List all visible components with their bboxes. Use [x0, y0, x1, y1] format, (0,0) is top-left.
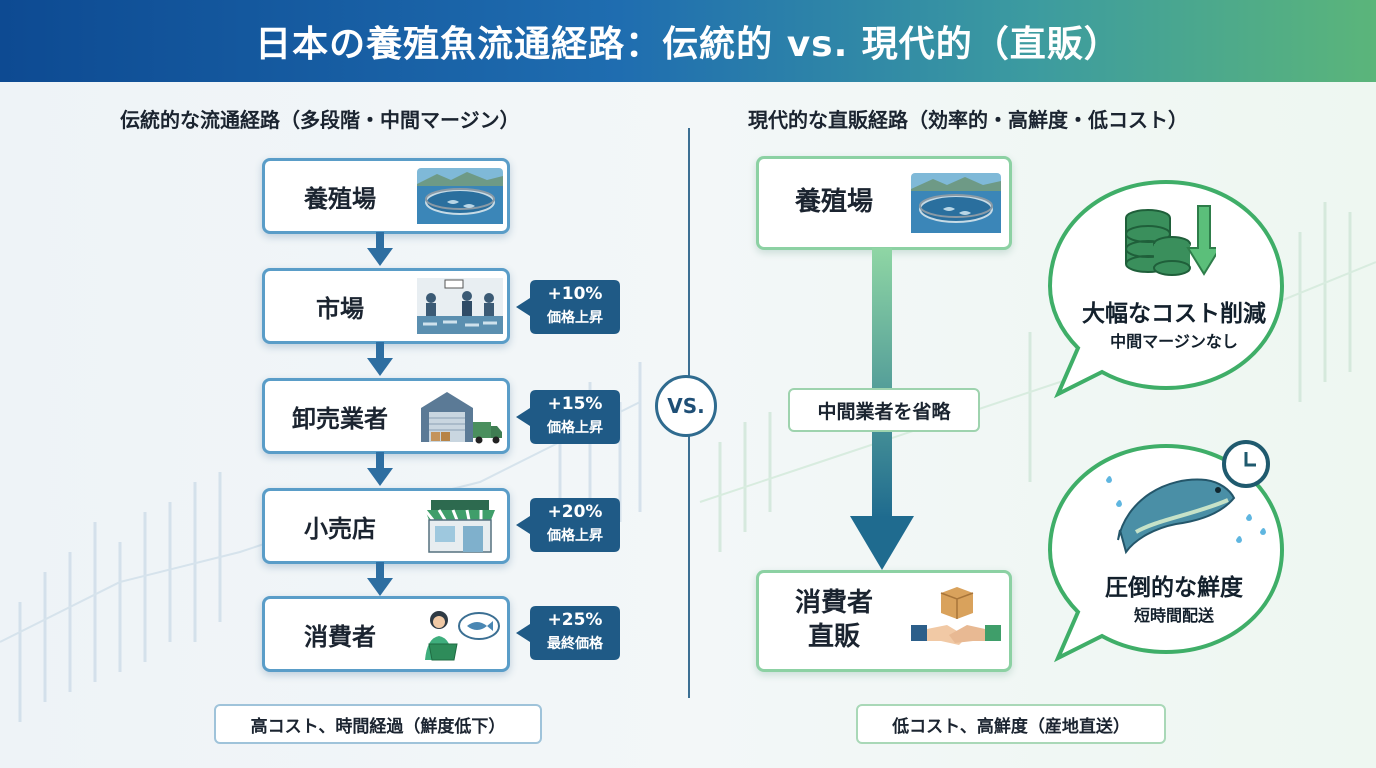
consumer-label-line2: 直販 [807, 622, 860, 652]
flow-arrow-down-icon [367, 452, 393, 486]
benefit-bubble-cost: 大幅なコスト削減 中間マージンなし [1044, 176, 1288, 406]
stage-label: 卸売業者 [292, 404, 388, 433]
flow-arrow-down-icon [367, 232, 393, 266]
traditional-stage-retailer: 小売店 [262, 488, 510, 564]
fish-farm-icon [417, 168, 503, 224]
flow-arrow-down-icon [367, 342, 393, 376]
markup-note: 最終価格 [547, 636, 603, 652]
modern-stage-consumer: 消費者 直販 [756, 570, 1012, 672]
badge-shape [516, 498, 620, 552]
traditional-stage-market: 市場 [262, 268, 510, 344]
traditional-stage-consumer: 消費者 [262, 596, 510, 672]
markup-note: 価格上昇 [547, 420, 603, 436]
stage-label: 消費者 [304, 622, 376, 651]
badge-shape [516, 280, 620, 334]
markup-percent: +25% [547, 610, 603, 630]
fish-farm-icon [911, 173, 1001, 233]
stage-label: 小売店 [304, 514, 376, 543]
coins-down-icon [1125, 205, 1216, 276]
fish-market-icon [417, 278, 503, 334]
warehouse-truck-icon [421, 392, 502, 444]
vs-circle: VS. [655, 375, 717, 437]
benefit-cost-subtitle: 中間マージンなし [1110, 332, 1238, 351]
modern-footer-note: 低コスト、高鮮度（産地直送） [856, 704, 1166, 744]
stage-label: 市場 [316, 294, 364, 323]
consumer-label-line1: 消費者 [794, 588, 873, 619]
store-icon [423, 500, 495, 553]
handshake-package-icon [911, 587, 1001, 645]
modern-stage-farm: 養殖場 [756, 156, 1012, 250]
modern-section-title: 現代的な直販経路（効率的・高鮮度・低コスト） [748, 108, 1188, 132]
title-banner: 日本の養殖魚流通経路：伝統的 vs. 現代的（直販） [0, 0, 1376, 82]
markup-note: 価格上昇 [547, 528, 603, 544]
stage-label: 養殖場 [304, 184, 376, 213]
markup-badge-wholesaler: +15% 価格上昇 [516, 390, 620, 444]
benefit-cost-title: 大幅なコスト削減 [1082, 301, 1266, 327]
markup-note: 価格上昇 [547, 310, 603, 326]
benefit-bubble-freshness: 圧倒的な鮮度 短時間配送 [1044, 440, 1288, 670]
markup-percent: +10% [547, 284, 603, 304]
fresh-fish-clock-icon [1106, 440, 1270, 555]
consumer-icon [425, 611, 500, 661]
stage-label: 養殖場 [794, 187, 873, 218]
skip-middlemen-label: 中間業者を省略 [788, 388, 980, 432]
markup-percent: +20% [547, 502, 603, 522]
traditional-footer-note: 高コスト、時間経過（鮮度低下） [214, 704, 542, 744]
traditional-stage-wholesaler: 卸売業者 [262, 378, 510, 454]
flow-arrow-down-icon [367, 562, 393, 596]
markup-badge-market: +10% 価格上昇 [516, 280, 620, 334]
page-title: 日本の養殖魚流通経路：伝統的 vs. 現代的（直販） [255, 24, 1121, 65]
consumer-direct-label: 消費者 直販 [759, 573, 909, 669]
markup-percent: +15% [547, 394, 603, 414]
traditional-section-title: 伝統的な流通経路（多段階・中間マージン） [120, 108, 520, 132]
benefit-freshness-title: 圧倒的な鮮度 [1105, 575, 1243, 601]
benefit-freshness-subtitle: 短時間配送 [1133, 606, 1214, 625]
markup-badge-consumer: +25% 最終価格 [516, 606, 620, 660]
markup-badge-retailer: +20% 価格上昇 [516, 498, 620, 552]
badge-shape [516, 390, 620, 444]
speech-bubble-shape [1047, 179, 1285, 399]
traditional-stage-farm: 養殖場 [262, 158, 510, 234]
badge-shape [516, 606, 620, 660]
direct-flow-arrow-icon [850, 248, 914, 570]
